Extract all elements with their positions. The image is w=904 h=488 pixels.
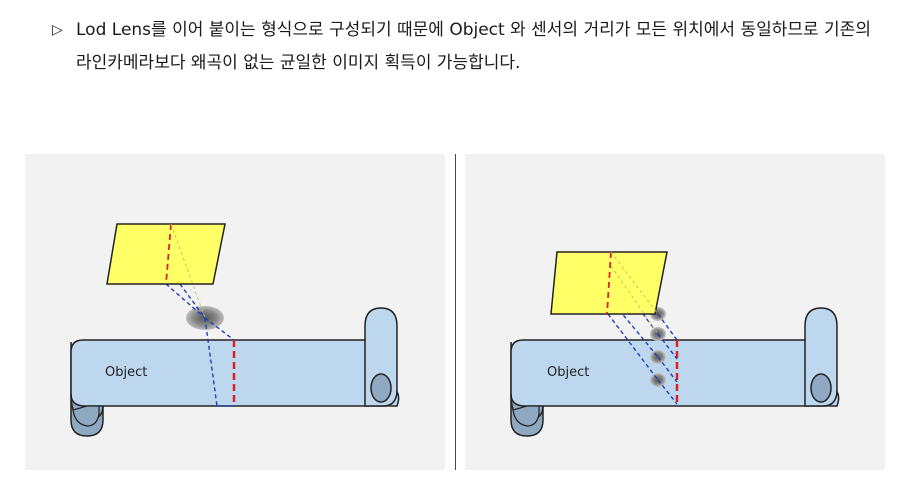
object-label: Object — [105, 365, 147, 380]
image-sensor — [106, 223, 226, 319]
image-sensor — [550, 251, 668, 335]
object-label: Object — [547, 365, 589, 380]
lod-lens-diagram: Object — [465, 154, 885, 470]
triangle-bullet-icon: ▷ — [52, 22, 63, 38]
optical-rays — [165, 283, 235, 407]
object-scroll: Object — [510, 307, 840, 437]
description-caption: ▷ Lod Lens를 이어 붙이는 형식으로 구성되기 때문에 Object … — [52, 14, 872, 80]
description-text: Lod Lens를 이어 붙이는 형식으로 구성되기 때문에 Object 와 … — [76, 20, 871, 73]
panel-divider — [455, 154, 456, 470]
conventional-camera-diagram: Object — [25, 154, 445, 470]
object-scroll: Object — [70, 307, 400, 437]
